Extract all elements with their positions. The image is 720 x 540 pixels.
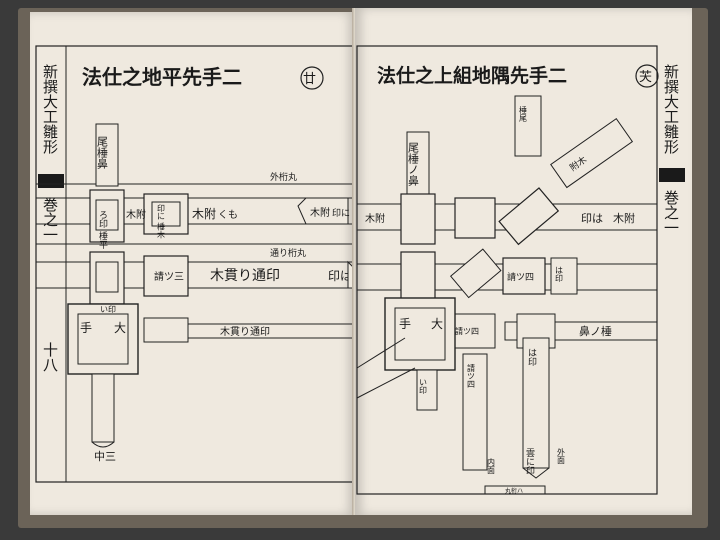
wood-kizuka-right-1: 木附 xyxy=(365,212,385,225)
wood-kizuka-1: 木附 xyxy=(126,208,146,221)
kumo-label: くも xyxy=(218,209,238,221)
ukiyo-block xyxy=(143,255,189,297)
ukiyo-block-right xyxy=(502,257,546,295)
margin-title: 新撰大工雛形 xyxy=(41,64,59,154)
center-column-stem xyxy=(91,373,115,443)
ukiyo-block-right-2 xyxy=(452,313,496,349)
row3-band-right xyxy=(504,321,658,341)
left-lower-column-label: 請ツ四 xyxy=(467,363,476,388)
center-hip-group xyxy=(498,187,560,246)
ukiyo-label-right: 請ツ四 xyxy=(507,271,534,283)
ukiyo-label: 請ツ三 xyxy=(154,270,184,283)
hand-big-label: 大 xyxy=(114,321,126,335)
diagonal-hip-group: 附木 xyxy=(550,117,634,189)
outer-beam-label: 外桁丸 xyxy=(270,171,297,183)
ridge-plate-label: 鼻ノ棰 xyxy=(579,324,612,338)
volume-label: 巻之一 xyxy=(41,197,59,242)
page-title-right: 法仕之上組地隅先手二 xyxy=(377,64,567,87)
row3-mark-block xyxy=(143,317,189,343)
round-beam-band xyxy=(484,485,546,495)
left-lower-column xyxy=(462,353,488,471)
right-page-diagram: 新撰大工雛形 巻之一 法仕之上組地隅先手二 芖 尾棰ノ鼻 棰尾 附木 木附 木附… xyxy=(356,45,685,495)
column-ni-block-right xyxy=(454,197,496,239)
column-ro-block-right-2 xyxy=(400,251,436,303)
mark-ha-right: 印は xyxy=(328,269,352,283)
diagram-number-circle-right xyxy=(635,64,659,88)
column-ro-block xyxy=(89,189,125,243)
diagram-number-right: 芖 xyxy=(639,70,652,85)
diagonal-brace-2 xyxy=(356,367,416,399)
right-page: 新撰大工雛形 巻之一 法仕之上組地隅先手二 芖 尾棰ノ鼻 棰尾 附木 木附 木附… xyxy=(355,8,692,515)
diagram-number: 廿 xyxy=(303,72,316,87)
mark-ni-right: 印に xyxy=(332,207,350,219)
mark-ha-right-page: 印は xyxy=(581,212,603,225)
mark-i-column-label: い印 xyxy=(419,378,428,395)
margin-black-band-right xyxy=(659,168,685,182)
wood-nuki-label: 木貫り通印 xyxy=(210,268,280,284)
center-three-label: 中三 xyxy=(94,450,116,463)
outer-face-label: 外面 xyxy=(557,447,566,465)
left-page: 新撰大工雛形 巻之一 十八 法仕之地平先手二 廿 外桁丸 尾棰鼻 ろ印 棰平 印… xyxy=(30,12,355,515)
column-ro-inner xyxy=(95,199,119,231)
corner-post-inner xyxy=(77,313,129,365)
folio-number: 十八 xyxy=(41,342,59,372)
diagonal-brace-1 xyxy=(356,337,406,369)
cloud-ni-label: 雲に印 xyxy=(524,448,535,476)
center-hip-block xyxy=(498,187,560,246)
eave-ridge-label-right: 尾棰ノ鼻 xyxy=(407,142,420,187)
wood-kizuka-2: 木附 xyxy=(192,207,216,221)
left-page-diagram: 新撰大工雛形 巻之一 十八 法仕之地平先手二 廿 外桁丸 尾棰鼻 ろ印 棰平 印… xyxy=(35,45,355,483)
eave-ridge-post xyxy=(95,123,119,187)
margin-title-right: 新撰大工雛形 xyxy=(662,64,680,154)
column-ro-label: ろ印 棰平 xyxy=(97,210,108,250)
mark-ha-column-label: は印 xyxy=(555,266,564,283)
column-ro-block-right xyxy=(400,193,436,245)
mark-i-label: い印 xyxy=(100,305,116,314)
row3-label: 木貫り通印 xyxy=(220,326,270,338)
upper-rafter-block xyxy=(514,95,542,157)
left-hip-block xyxy=(449,248,502,299)
corner-post-block-right xyxy=(384,297,456,371)
corner-post-inner-right xyxy=(394,307,446,361)
center-column-point xyxy=(522,467,550,479)
hand-te-label: 手 xyxy=(80,321,92,335)
corner-post-block xyxy=(67,303,139,375)
upper-rafter-label: 棰尾 xyxy=(519,105,528,123)
mark-i-column xyxy=(416,369,438,411)
column-ni-inner xyxy=(151,201,181,227)
inner-face-label: 内面 xyxy=(487,457,496,475)
mark-ha-column xyxy=(550,257,578,295)
left-hip-group xyxy=(449,248,502,299)
wood-kizuka-right-2: 木附 xyxy=(613,211,635,225)
column-ni-block xyxy=(143,193,189,235)
hand-te-label-right: 手 xyxy=(399,317,411,331)
row2-band xyxy=(35,261,355,289)
hip-rafter-block xyxy=(550,117,634,189)
diagram-number-circle xyxy=(300,66,324,90)
center-lower-column-label: は印 xyxy=(526,348,537,367)
eave-ridge-label: 尾棰鼻 xyxy=(96,136,109,170)
page-frame xyxy=(35,45,355,483)
round-beam-label: 丸桁ハ xyxy=(505,487,523,495)
margin-black-band xyxy=(38,174,64,188)
ukiyo-label-right-2: 請ツ四 xyxy=(455,326,479,336)
center-lower-column xyxy=(522,337,550,469)
volume-label-right: 巻之一 xyxy=(662,190,680,235)
column-ro-block-2 xyxy=(89,251,125,305)
arrow-ni-end xyxy=(297,197,349,225)
hand-big-label-right: 大 xyxy=(431,317,443,331)
passage-beam-label: 通り桁丸 xyxy=(270,247,306,259)
column-ni-label: 印に 棰木 xyxy=(157,204,166,240)
center-column-foot xyxy=(91,441,115,448)
wood-kizuka-3: 木附 xyxy=(310,206,330,219)
page-title: 法仕之地平先手二 xyxy=(82,65,242,89)
column-ro-inner-2 xyxy=(95,261,119,293)
